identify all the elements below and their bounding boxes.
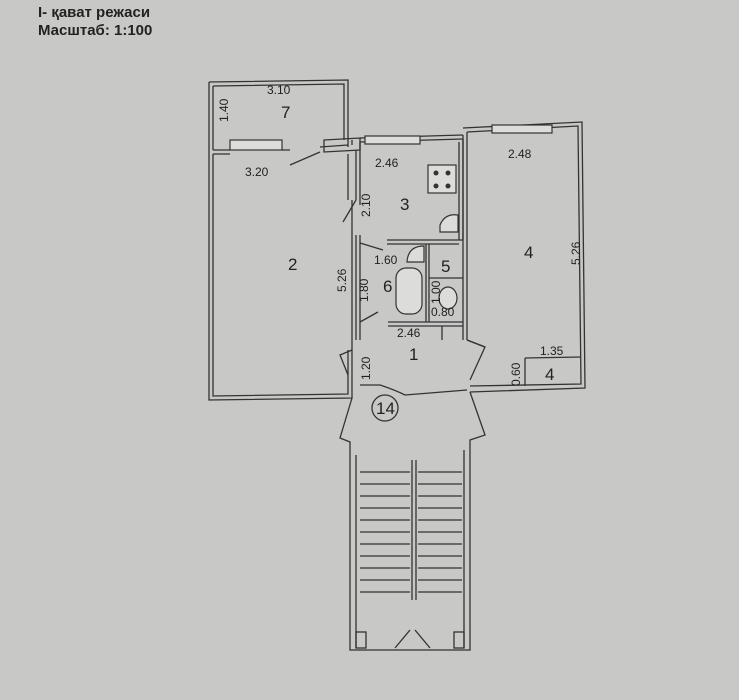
room-label-3: 3 [400, 195, 409, 214]
room-label-1: 1 [409, 345, 418, 364]
dim-hall-length: 1.20 [359, 356, 373, 380]
bathtub-icon [395, 267, 423, 315]
dim-room2-width: 3.20 [245, 165, 269, 179]
window [364, 135, 421, 145]
balcony-room-7 [208, 79, 349, 151]
room-label-2: 2 [288, 255, 297, 274]
window [229, 139, 283, 151]
room-4 [462, 121, 586, 393]
dim-bath-bottom: 2.46 [397, 326, 421, 340]
dim-wc-width: 0.80 [431, 305, 455, 319]
room-label-5: 5 [441, 257, 450, 276]
dim-closet-depth: 0.60 [509, 362, 523, 386]
dim-bath-width: 1.60 [374, 253, 398, 267]
toilet-icon [438, 286, 458, 310]
stair-label-14: 14 [376, 399, 395, 418]
window [491, 124, 553, 134]
scale-label: Масштаб: 1:100 [38, 22, 153, 39]
staircase [339, 391, 486, 651]
room-label-7: 7 [281, 103, 290, 122]
dim-kitchen-length: 2.10 [359, 193, 373, 217]
dim-kitchen-width: 2.46 [375, 156, 399, 170]
room-6-bathroom [355, 235, 463, 340]
stove-icon [427, 164, 457, 194]
stair-number-circle [371, 394, 399, 422]
dim-room2-length: 5.26 [335, 268, 349, 292]
washbasin-icon [406, 245, 425, 263]
room-2 [208, 140, 353, 401]
dim-closet-width: 1.35 [540, 344, 564, 358]
room-label-4-closet: 4 [545, 365, 554, 384]
floor-title: I- қават режаси [38, 4, 151, 21]
dim-balcony-depth: 1.40 [217, 98, 231, 122]
room-1-hall [339, 339, 486, 422]
dim-room4-width: 2.48 [508, 147, 532, 161]
dim-wc-length: 1.00 [429, 280, 443, 304]
dim-balcony-width: 3.10 [267, 83, 291, 97]
room-label-6: 6 [383, 277, 392, 296]
room-3-kitchen [323, 134, 464, 240]
dim-bath-length: 1.80 [357, 278, 371, 302]
door [289, 151, 321, 166]
room-label-4: 4 [524, 243, 533, 262]
dim-room4-length: 5.26 [569, 241, 583, 265]
sink-icon [439, 214, 459, 233]
